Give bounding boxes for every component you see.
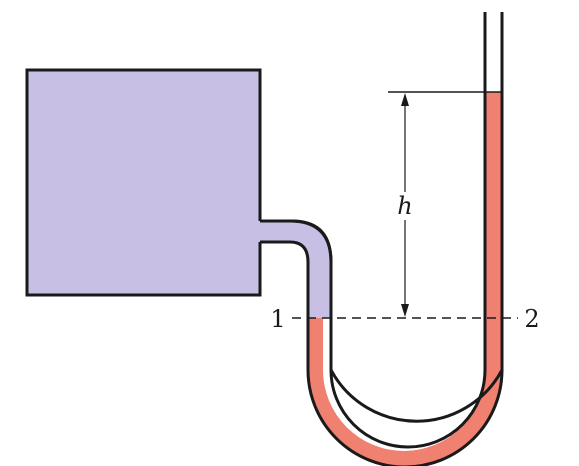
u-tube-outer-wall <box>260 12 504 423</box>
height-label-background <box>395 192 415 220</box>
height-arrow-top-icon <box>401 93 409 106</box>
u-tube-wall-left-inner <box>329 12 487 449</box>
connector-pipe-top-wall <box>260 219 333 263</box>
u-tube-wall-left-outer <box>306 262 504 466</box>
gas-tank <box>25 68 262 297</box>
point-1-label: 1 <box>270 305 285 333</box>
point-2-label: 2 <box>524 305 539 333</box>
connector-pipe-bottom-wall <box>260 240 310 263</box>
height-label: h <box>397 192 412 220</box>
height-arrow-bottom-icon <box>401 304 409 317</box>
gas-in-connector-pipe <box>258 221 331 318</box>
